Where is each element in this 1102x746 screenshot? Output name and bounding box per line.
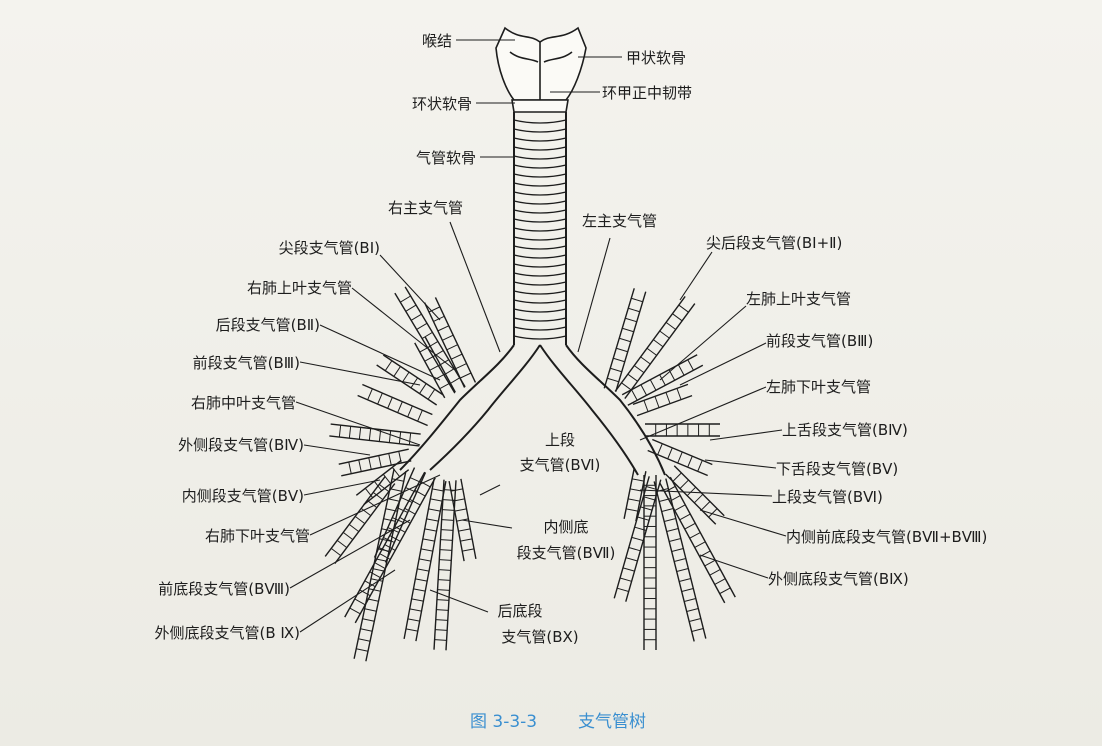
label-right-middle-lobe: 右肺中叶支气管 (191, 394, 296, 412)
label-right-lower-lobe: 右肺下叶支气管 (205, 527, 310, 545)
leader-sup-seg-left (640, 490, 772, 496)
label-larynx: 喉结 (422, 32, 452, 50)
caption-title: 支气管树 (578, 712, 646, 732)
leader-anterior-left (680, 343, 766, 385)
tracheal-ring (514, 318, 566, 321)
label-posterior-segmental: 后段支气管(BⅡ) (216, 316, 320, 334)
tracheal-ring (514, 156, 566, 159)
bronchus-branch (434, 480, 456, 651)
tracheal-ring (514, 300, 566, 303)
tracheal-ring (514, 147, 566, 150)
leader-left-upper (660, 306, 746, 380)
label-left-main-bronchus: 左主支气管 (582, 212, 657, 230)
tracheal-ring (514, 282, 566, 285)
label-cricothyroid-ligament: 环甲正中韧带 (602, 84, 692, 102)
label-cricoid-cartilage: 环状软骨 (412, 95, 472, 113)
label-thyroid-cartilage: 甲状软骨 (626, 49, 686, 67)
bronchus-branch (660, 477, 736, 603)
bronchus-branch (329, 424, 420, 446)
tracheal-ring (514, 228, 566, 231)
label-anteromedial-basal: 内侧前底段支气管(BⅦ+BⅧ) (786, 528, 987, 546)
leader-anteromedial-basal (700, 510, 786, 536)
bronchus-branch (654, 479, 706, 642)
label-anterior-basal: 前底段支气管(BⅧ) (158, 580, 290, 598)
leader-apical (380, 255, 440, 320)
label-apical-segmental: 尖段支气管(BⅠ) (279, 239, 380, 257)
label-superior-segmental-center-1: 上段 (545, 431, 575, 449)
tracheal-ring (514, 264, 566, 267)
leader-right-main (450, 222, 500, 352)
tracheal-ring (514, 165, 566, 168)
bronchus-branch (645, 424, 720, 436)
tracheal-ring (514, 255, 566, 258)
label-superior-segmental-left: 上段支气管(BⅥ) (772, 488, 883, 506)
bronchus-branch (624, 469, 646, 521)
label-posterior-basal-2: 支气管(BⅩ) (501, 628, 578, 646)
label-medial-segmental: 内侧段支气管(BⅤ) (182, 487, 304, 505)
tracheal-ring (514, 237, 566, 240)
tracheal-ring (514, 273, 566, 276)
trachea-shape (514, 112, 566, 345)
labels: 喉结 甲状软骨 环状软骨 环甲正中韧带 气管软骨 右主支气管 左主支气管 尖段支… (154, 32, 987, 646)
label-posterior-basal-1: 后底段 (497, 602, 542, 620)
tracheal-ring (514, 309, 566, 312)
label-medial-basal-1: 内侧底 (543, 518, 588, 536)
label-left-lower-lobe: 左肺下叶支气管 (766, 378, 871, 396)
label-lateral-basal-right: 外侧底段支气管(B Ⅸ) (154, 624, 300, 642)
tracheal-ring (514, 210, 566, 213)
tracheal-ring (514, 246, 566, 249)
tracheal-ring (514, 174, 566, 177)
tracheal-ring (514, 129, 566, 132)
leader-lateral-seg (304, 445, 370, 455)
label-superior-lingular: 上舌段支气管(BⅣ) (782, 421, 908, 439)
bronchial-tree-drawing (325, 28, 735, 661)
tracheal-ring (514, 201, 566, 204)
label-superior-segmental-center-2: 支气管(BⅥ) (520, 456, 601, 474)
label-inferior-lingular: 下舌段支气管(BⅤ) (776, 460, 898, 478)
tracheal-ring (514, 192, 566, 195)
tracheal-ring (514, 291, 566, 294)
leader-apicoposterior (680, 252, 712, 300)
tracheal-ring (514, 336, 566, 339)
leader-posterior-basal (430, 590, 488, 612)
leader-posterior (320, 325, 440, 380)
leader-anterior-right (300, 362, 420, 385)
bronchus-branch (339, 449, 412, 476)
tracheal-ring (514, 219, 566, 222)
label-left-upper-lobe: 左肺上叶支气管 (746, 290, 851, 308)
leader-inf-lingular (705, 460, 776, 468)
leader-left-main (578, 238, 610, 352)
bronchus-branch (633, 384, 692, 415)
tracheal-ring (514, 138, 566, 141)
label-lateral-segmental: 外侧段支气管(BⅣ) (178, 436, 304, 454)
bronchus-branch (604, 288, 645, 391)
label-anterior-segmental-right: 前段支气管(BⅢ) (193, 354, 300, 372)
figure-caption: 图 3-3-3 支气管树 (470, 712, 646, 732)
label-tracheal-cartilage: 气管软骨 (416, 149, 476, 167)
label-medial-basal-2: 段支气管(BⅦ) (517, 544, 616, 562)
caption-figure-number: 图 3-3-3 (470, 712, 537, 732)
leader-sup-lingular (710, 430, 782, 440)
label-lateral-basal-left: 外侧底段支气管(BⅨ) (768, 570, 909, 588)
label-right-upper-lobe: 右肺上叶支气管 (247, 279, 352, 297)
tracheal-ring (514, 327, 566, 330)
tracheal-ring (514, 183, 566, 186)
label-right-main-bronchus: 右主支气管 (388, 199, 463, 217)
tracheal-ring (514, 120, 566, 123)
cricoid-cartilage-shape (512, 100, 568, 112)
leader-lateral-basal-right (300, 570, 395, 632)
leader-sup-seg-center (480, 485, 500, 495)
label-anterior-segmental-left: 前段支气管(BⅢ) (766, 332, 873, 350)
bronchus-branch (377, 355, 444, 405)
label-apicoposterior-segmental: 尖后段支气管(BⅠ+Ⅱ) (706, 234, 842, 252)
thyroid-cartilage-shape (496, 28, 586, 100)
